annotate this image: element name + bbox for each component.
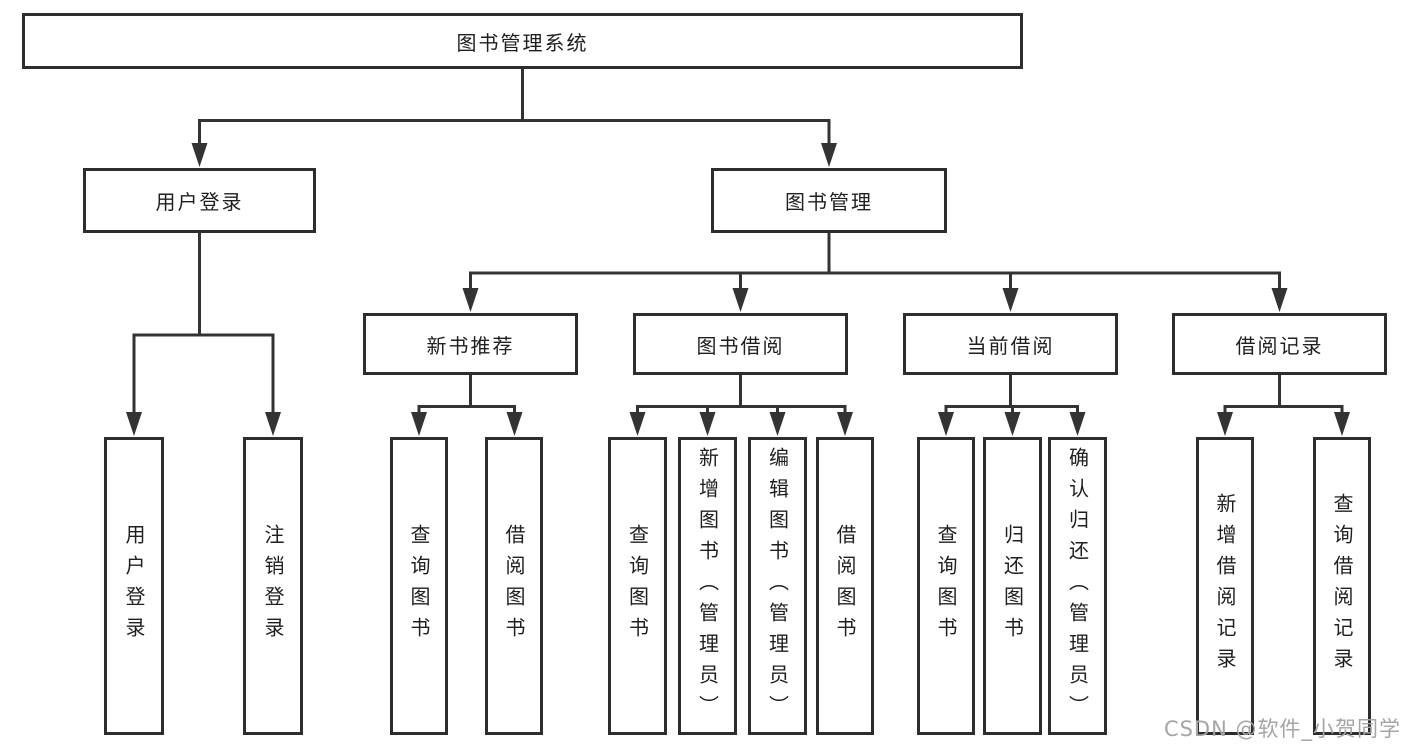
watermark: CSDN @软件_小贺同学 [1163, 717, 1401, 741]
node-root: 图书管理系统 [22, 13, 1023, 69]
node-book-management-label: 图书管理 [785, 190, 873, 214]
arrowhead-icons [126, 143, 1350, 436]
node-book-borrow: 图书借阅 [633, 313, 848, 375]
leaf-current-confirm-return-admin: 确认归还（管理员） [1048, 437, 1107, 735]
node-new-book-recommend: 新书推荐 [363, 313, 578, 375]
node-user-login-label: 用户登录 [155, 190, 244, 214]
leaf-records-query-borrow-record-label: 查询借阅记录 [1330, 493, 1354, 679]
leaf-current-query-books: 查询图书 [917, 437, 975, 735]
node-current-borrow-label: 当前借阅 [966, 333, 1055, 358]
leaf-current-query-books-label: 查询图书 [934, 524, 958, 648]
node-new-book-recommend-label: 新书推荐 [426, 333, 515, 358]
node-user-login: 用户登录 [83, 168, 316, 233]
leaf-records-add-borrow-record-label: 新增借阅记录 [1213, 493, 1237, 679]
leaf-records-query-borrow-record: 查询借阅记录 [1313, 437, 1371, 735]
leaf-current-confirm-return-admin-label: 确认归还（管理员） [1065, 446, 1090, 726]
leaf-logout-label: 注销登录 [261, 524, 285, 648]
leaf-borrow-add-books-admin-label: 新增图书（管理员） [695, 446, 720, 726]
leaf-borrow-query-books: 查询图书 [608, 437, 667, 735]
node-book-management: 图书管理 [711, 168, 947, 233]
leaf-borrow-edit-books-admin-label: 编辑图书（管理员） [765, 446, 790, 726]
leaf-borrow-edit-books-admin: 编辑图书（管理员） [748, 437, 807, 735]
leaf-borrow-query-books-label: 查询图书 [625, 524, 650, 648]
node-book-borrow-label: 图书借阅 [696, 333, 785, 358]
node-borrow-records: 借阅记录 [1172, 313, 1387, 375]
leaf-recommend-borrow-books-label: 借阅图书 [502, 524, 526, 648]
leaf-borrow-add-books-admin: 新增图书（管理员） [678, 437, 737, 735]
leaf-borrow-borrow-books-label: 借阅图书 [833, 524, 857, 648]
node-root-label: 图书管理系统 [456, 30, 589, 55]
node-borrow-records-label: 借阅记录 [1235, 333, 1324, 358]
leaf-borrow-borrow-books: 借阅图书 [816, 437, 874, 735]
leaf-records-add-borrow-record: 新增借阅记录 [1196, 437, 1254, 735]
leaf-recommend-query-books: 查询图书 [390, 437, 448, 735]
leaf-current-return-books-label: 归还图书 [1000, 524, 1025, 648]
leaf-current-return-books: 归还图书 [983, 437, 1042, 735]
node-current-borrow: 当前借阅 [903, 313, 1118, 375]
leaf-user-login: 用户登录 [104, 437, 164, 735]
leaf-user-login-label: 用户登录 [122, 524, 146, 648]
leaf-recommend-borrow-books: 借阅图书 [485, 437, 543, 735]
leaf-logout: 注销登录 [243, 437, 303, 735]
leaf-recommend-query-books-label: 查询图书 [407, 524, 431, 648]
